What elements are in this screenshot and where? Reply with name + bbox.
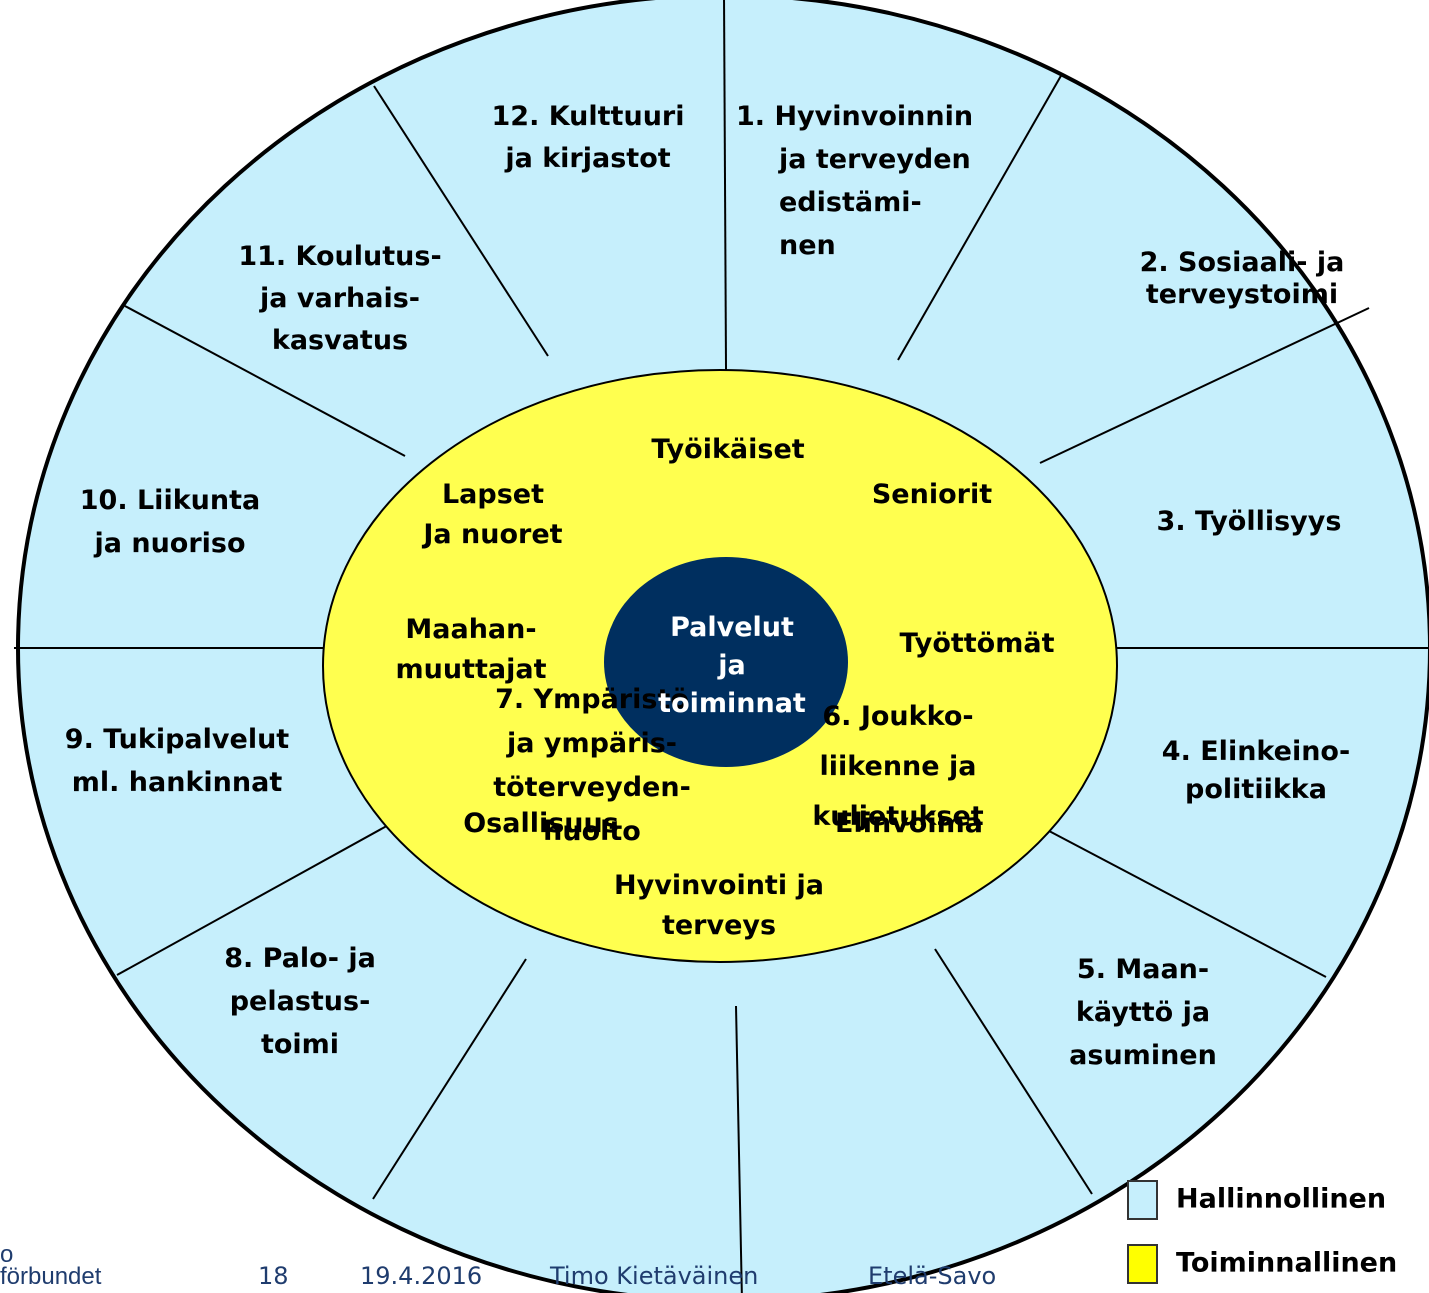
divider-line-8 bbox=[372, 958, 527, 1200]
sector-label-6-line: 6. Joukko- bbox=[822, 701, 973, 732]
sector-label-8-line: pelastus- bbox=[230, 986, 371, 1017]
sector-label-1-line: nen bbox=[779, 230, 836, 261]
sector-label-7-line: töterveyden- bbox=[493, 772, 691, 803]
sector-label-8: 8. Palo- ja pelastus-toimi bbox=[224, 943, 376, 1060]
footer-region: Etelä-Savo bbox=[868, 1262, 997, 1290]
inner-label-4-line: Elinvoima bbox=[835, 808, 983, 839]
sector-label-9: 9. Tukipalvelut ml. hankinnat bbox=[65, 724, 290, 798]
center-text-line: ja bbox=[717, 650, 745, 681]
sector-label-1: 1. Hyvinvoinnin ja terveyden edistämi-nen bbox=[736, 101, 973, 261]
sector-label-12-line: ja kirjastot bbox=[504, 143, 670, 174]
inner-label-6-line: Osallisuus bbox=[463, 808, 619, 839]
sector-label-10-line: ja nuoriso bbox=[93, 528, 245, 559]
divider-line-12 bbox=[373, 85, 549, 357]
divider-line-5 bbox=[1031, 821, 1327, 978]
legend-swatch-yellow bbox=[1127, 1244, 1158, 1284]
sector-label-10: 10. Liikunta ja nuoriso bbox=[80, 485, 260, 559]
center-hub bbox=[604, 557, 848, 767]
sector-label-8-line: toimi bbox=[261, 1029, 339, 1060]
sector-label-2-line: 2. Sosiaali- ja bbox=[1140, 247, 1345, 278]
sector-label-3: 3. Työllisyys bbox=[1157, 506, 1342, 537]
inner-label-1: Työikäiset bbox=[651, 434, 804, 465]
center-text-line: Palvelut bbox=[670, 612, 794, 643]
legend-item-toiminnallinen: Toiminnallinen bbox=[1127, 1244, 1397, 1284]
sector-label-11-line: ja varhais- bbox=[259, 283, 420, 314]
inner-label-5-line: Hyvinvointi ja bbox=[614, 870, 824, 901]
page-number: 18 bbox=[258, 1262, 289, 1290]
legend-label: Hallinnollinen bbox=[1176, 1183, 1387, 1215]
sector-label-7-line: 7. Ympäristö bbox=[495, 684, 689, 715]
inner-label-1-line: Työikäiset bbox=[651, 434, 804, 465]
legend-label: Toiminnallinen bbox=[1176, 1247, 1398, 1279]
sector-labels: 1. Hyvinvoinnin ja terveyden edistämi-nen 2… bbox=[65, 101, 1350, 1071]
sector-label-11: 11. Koulutus-ja varhais-kasvatus bbox=[238, 241, 441, 356]
inner-label-2: Seniorit bbox=[872, 479, 992, 510]
sector-label-1-line: ja terveyden bbox=[778, 144, 971, 175]
inner-label-7: Maahan-muuttajat bbox=[396, 614, 547, 685]
sector-label-11-line: kasvatus bbox=[272, 325, 408, 356]
sector-label-5-line: käyttö ja bbox=[1076, 997, 1210, 1028]
sector-label-4-line: politiikka bbox=[1185, 774, 1327, 805]
sector-label-1-line: edistämi- bbox=[779, 187, 922, 218]
divider-line-9 bbox=[116, 811, 413, 976]
legend-swatch-blue bbox=[1127, 1180, 1158, 1220]
divider-line-2 bbox=[897, 73, 1063, 361]
inner-label-7-line: Maahan- bbox=[405, 614, 536, 645]
footer-author: Timo Kietäväinen bbox=[550, 1262, 759, 1290]
sector-label-6-line: kuljetukset bbox=[812, 801, 983, 832]
center-text-line: toiminnat bbox=[658, 688, 806, 719]
inner-labels: TyöikäisetSenioritTyöttömätElinvoimaHyvi… bbox=[396, 434, 1055, 941]
sector-label-11-line: 11. Koulutus- bbox=[238, 241, 441, 272]
logo-text: o förbundet bbox=[0, 1241, 102, 1290]
sector-label-6-line: liikenne ja bbox=[820, 751, 977, 782]
sector-label-9-line: ml. hankinnat bbox=[72, 767, 283, 798]
center-text: Palvelut ja toiminnat bbox=[658, 612, 806, 719]
sector-label-10-line: 10. Liikunta bbox=[80, 485, 260, 516]
sector-label-3-line: 3. Työllisyys bbox=[1157, 506, 1342, 537]
inner-label-7-line: muuttajat bbox=[396, 654, 547, 685]
sector-label-12: 12. Kulttuuri ja kirjastot bbox=[492, 101, 685, 174]
center-label: Palvelut ja toiminnat bbox=[658, 612, 806, 719]
inner-label-6: Osallisuus bbox=[463, 808, 619, 839]
sector-label-6: 6. Joukko-liikenne ja kuljetukset bbox=[812, 701, 983, 832]
footer-date: 19.4.2016 bbox=[360, 1262, 483, 1290]
sector-label-7-line: ja ympäris- bbox=[506, 728, 677, 759]
sector-label-7: 7. Ympäristö ja ympäris-töterveyden-huolt… bbox=[493, 684, 691, 847]
sector-label-8-line: 8. Palo- ja bbox=[224, 943, 376, 974]
divider-line-6 bbox=[934, 948, 1093, 1195]
divider-line-7 bbox=[735, 1005, 743, 1293]
inner-label-3-line: Työttömät bbox=[900, 628, 1055, 659]
inner-label-2-line: Seniorit bbox=[872, 479, 992, 510]
inner-label-3: Työttömät bbox=[900, 628, 1055, 659]
sector-label-5-line: asuminen bbox=[1069, 1040, 1217, 1071]
sector-label-7-line: huolto bbox=[543, 816, 641, 847]
sector-label-2-line: terveystoimi bbox=[1146, 279, 1338, 310]
sector-label-12-line: 12. Kulttuuri bbox=[492, 101, 685, 132]
divider-line-11 bbox=[124, 305, 406, 457]
inner-label-8-line: Ja nuoret bbox=[421, 519, 562, 550]
inner-label-4: Elinvoima bbox=[835, 808, 983, 839]
sector-label-5: 5. Maan-käyttö ja asuminen bbox=[1069, 954, 1217, 1071]
sector-dividers bbox=[14, 0, 1429, 1293]
inner-label-5-line: terveys bbox=[662, 910, 776, 941]
inner-label-8-line: Lapset bbox=[442, 479, 544, 510]
inner-label-8: Lapset Ja nuoret bbox=[421, 479, 562, 550]
sector-label-1-line: 1. Hyvinvoinnin bbox=[736, 101, 973, 132]
legend-item-hallinnollinen: Hallinnollinen bbox=[1127, 1180, 1386, 1220]
sector-label-4-line: 4. Elinkeino- bbox=[1162, 736, 1350, 767]
divider-line-3 bbox=[1039, 307, 1370, 464]
sector-label-4: 4. Elinkeino-politiikka bbox=[1162, 736, 1350, 805]
inner-label-5: Hyvinvointi ja terveys bbox=[614, 870, 824, 941]
sector-label-5-line: 5. Maan- bbox=[1077, 954, 1209, 985]
sector-label-9-line: 9. Tukipalvelut bbox=[65, 724, 290, 755]
